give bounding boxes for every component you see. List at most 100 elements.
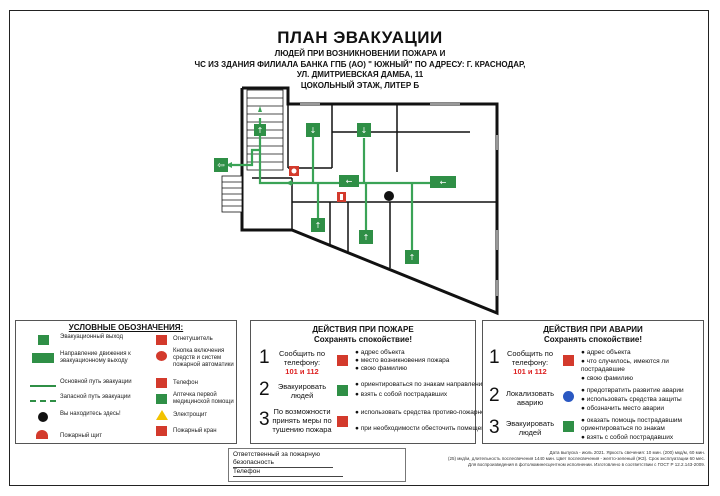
fire-actions-title: ДЕЙСТВИЯ ПРИ ПОЖАРЕ [312,325,414,334]
phone-field[interactable] [233,476,343,477]
step-label: Эвакуировать людей [505,419,555,437]
step-text: Сообщить по телефону: 101 и 112 [499,349,561,376]
svg-text:↑: ↑ [363,233,370,242]
safety-label: безопасность [233,459,274,466]
legend-label: Электрощит [173,412,208,418]
fire-extinguisher-icon [337,192,346,202]
phone-row: Телефон [233,468,401,477]
electrical-panel-icon [156,410,168,420]
legend-label: Запасной путь эвакуации [60,394,131,400]
step-number: 1 [259,347,270,368]
bullet-item: ● оказать помощь пострадавшим ориентиров… [581,417,683,432]
bullet-item: ● свою фамилию [581,375,634,382]
bullet-item: ● взять с собой пострадавших [355,391,448,398]
first-aid-kit-icon [563,421,574,432]
bullet-item: ● использовать средства противо-пожарной… [355,409,514,416]
fire-hydrant-icon [156,426,167,436]
step-label: Локализовать аварию [505,389,555,407]
direction-sign-icon: ↑ [359,230,373,244]
responsible-label: Ответственный за пожарную [233,451,320,458]
step-number: 2 [259,379,270,400]
footer-line: Дата выпуска - июль 2021. Яркость свечен… [549,450,705,455]
footer-line: Для воспроизведения в фотолюминесцентном… [468,461,705,467]
phone-icon [156,378,167,388]
accident-actions-title: ДЕЙСТВИЯ ПРИ АВАРИИ [543,325,643,334]
step-number: 3 [259,409,270,430]
phone-icon [337,355,348,366]
bullet-item: ● ориентироваться по знакам направления … [355,381,518,388]
step-number: 1 [489,347,500,368]
legend-label: Огнетушитель [173,336,213,342]
bullet-item: ● предотвратить развитие аварии [581,387,684,394]
subtitle-line: ЧС ИЗ ЗДАНИЯ ФИЛИАЛА БАНКА ГПБ (АО) " ЮЖ… [194,59,526,69]
direction-sign-icon: ↑ [405,250,419,264]
windows [300,103,498,296]
legend-label: Телефон [173,380,198,386]
bullet-item: ● свою фамилию [355,365,408,372]
svg-text:⇦: ⇦ [217,161,225,171]
emergency-exit-icon [38,335,49,345]
alarm-button-icon [156,351,167,361]
bullet-item: ● адрес объекта [355,349,405,356]
subtitle-line: УЛ. ДМИТРИЕВСКАЯ ДАМБА, 11 [296,70,424,79]
route-arrows [226,106,292,186]
accident-actions-panel: ДЕЙСТВИЯ ПРИ АВАРИИ Сохранять спокойстви… [482,320,704,444]
first-aid-kit-icon [156,394,167,404]
bullet-item: ● место возникновения пожара [355,357,450,364]
phone-icon [563,355,574,366]
responsible-label-2: безопасность [233,459,401,468]
name-field[interactable] [233,467,333,468]
svg-text:↓: ↓ [310,126,317,135]
legend-label: Эвакуационный выход [60,334,123,340]
step-number: 3 [489,417,500,438]
bullet-item: ● что случилось, имеются ли пострадавшие [581,358,669,373]
svg-text:↑: ↑ [257,126,264,135]
emergency-phones: 101 и 112 [285,367,319,376]
you-are-here-icon [384,191,394,201]
bullet-item: ● адрес объекта [581,349,631,356]
direction-sign-icon: ↑ [311,218,325,232]
protection-icon [563,391,574,402]
building-walls [240,86,499,316]
legend-label: Основной путь эвакуации [60,379,132,385]
legend-label: Кнопка включения средств и систем пожарн… [173,348,234,368]
direction-sign-icon: ↓ [306,123,320,137]
fire-extinguisher-icon [289,166,299,176]
svg-text:←: ← [346,177,353,186]
staircase-upper [246,89,284,171]
direction-sign-icon: ← [430,176,456,188]
reserve-route-icon [30,400,56,402]
step-label: Сообщить по телефону: [506,349,554,367]
svg-text:↑: ↑ [409,253,416,262]
bullet-item: ● использовать средства защиты [581,396,682,403]
legend-label: Направление движения к эвакуационному вы… [60,351,131,364]
fire-actions-subtitle: Сохранять спокойствие! [314,335,412,344]
legend-label: Аптечка первой медицинской помощи [173,392,234,405]
page-subtitle: ЛЮДЕЙ ПРИ ВОЗНИКНОВЕНИИ ПОЖАРА И ЧС ИЗ З… [0,49,720,91]
legend-label: Вы находитесь здесь! [60,411,121,417]
production-info: Дата выпуска - июль 2021. Яркость свечен… [420,450,705,467]
step-number: 2 [489,385,500,406]
bullet-item: ● взять с собой пострадавших [581,434,674,441]
floor-plan: ⇦ ↑ ↓ ↓ ← ← ↑ ↑ ↑ [214,86,499,316]
fire-shield-icon [36,430,48,439]
page-title: ПЛАН ЭВАКУАЦИИ [277,28,443,47]
svg-text:←: ← [440,178,447,187]
fire-actions-panel: ДЕЙСТВИЯ ПРИ ПОЖАРЕ Сохранять спокойстви… [250,320,517,444]
responsible-person-box: Ответственный за пожарную безопасность Т… [228,448,406,482]
footer-line: (25) мкд/м, длительность послесвечения 1… [447,455,705,461]
legend-title: УСЛОВНЫЕ ОБОЗНАЧЕНИЯ: [68,323,184,332]
subtitle-line: ЦОКОЛЬНЫЙ ЭТАЖ, ЛИТЕР Б [300,80,420,90]
bullet-item: ● при необходимости обесточить помещение [355,425,493,432]
svg-text:↓: ↓ [361,126,368,135]
direction-arrow-icon [32,353,54,363]
legend-label: Пожарный кран [173,428,217,434]
legend-label: Пожарный щит [60,433,102,439]
fire-extinguisher-icon [337,416,348,427]
staircase-exit [221,175,243,213]
interior-walls [241,88,497,268]
phone-label: Телефон [233,468,260,475]
poster-frame [9,10,709,486]
you-are-here-icon [38,412,48,422]
step-label: Эвакуировать людей [277,382,327,400]
